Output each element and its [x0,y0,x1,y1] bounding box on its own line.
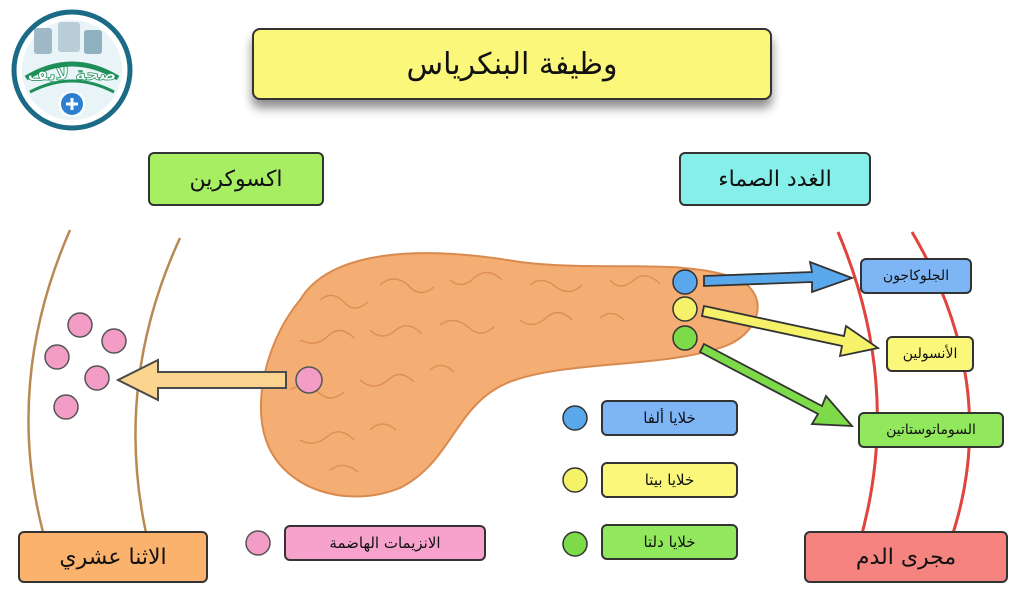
page-title: وظيفة البنكرياس [252,28,772,100]
glucagon-label: الجلوكاجون [860,258,972,294]
insulin-label: الأنسولين [886,336,974,372]
enzyme-dots [44,312,127,420]
endocrine-label: الغدد الصماء [679,152,871,206]
legend-beta-dot [562,467,588,493]
alpha-cell-dot [672,269,698,295]
enzyme-arrow [115,358,287,402]
exocrine-label: اكسوكرين [148,152,324,206]
glucagon-arrow [703,260,855,294]
logo-text: صحة لايف [27,64,116,85]
duodenum-wall-right [134,237,182,551]
legend-alpha-label: خلايا ألفا [601,400,738,436]
legend-beta-label: خلايا بيتا [601,462,738,498]
beta-cell-dot [672,296,698,322]
legend-enzyme-dot [245,530,271,556]
delta-cell-dot [672,325,698,351]
bloodstream-label: مجرى الدم [804,531,1008,583]
legend-enzyme-label: الانزيمات الهاضمة [284,525,486,561]
exocrine-dot [295,366,323,394]
duodenum-wall-left [27,229,72,551]
somatostatin-arrow [698,342,855,428]
blood-vessel-wall-left [836,231,879,549]
legend-delta-dot [562,531,588,557]
insulin-arrow [700,304,881,358]
legend-alpha-dot [562,405,588,431]
duodenum-label: الاثنا عشري [18,531,208,583]
somatostatin-label: السوماتوستاتين [858,412,1004,448]
logo: صحة لايف [11,9,133,131]
legend-delta-label: خلايا دلتا [601,524,738,560]
pancreas [259,252,759,498]
